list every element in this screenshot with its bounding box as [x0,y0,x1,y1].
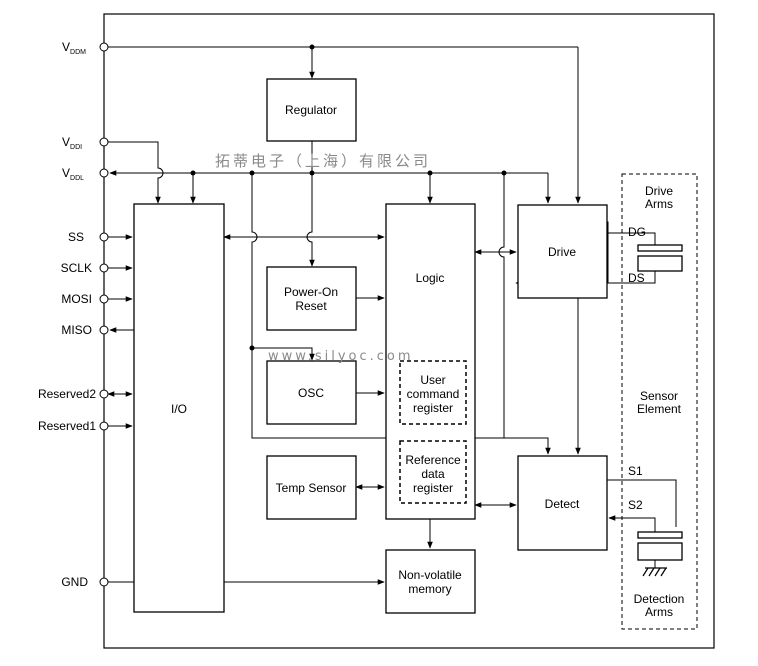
svg-text:DS: DS [628,271,645,285]
svg-text:data: data [421,467,445,481]
svg-text:I/O: I/O [171,402,187,416]
svg-text:VDDL: VDDL [62,166,84,182]
block-power-on-reset: Power-On Reset [266,266,357,331]
block-detect: Detect [517,455,608,551]
svg-text:S1: S1 [628,464,643,478]
pin-gnd: GND [61,575,109,589]
svg-text:Reset: Reset [295,299,327,313]
junctions [190,44,507,351]
block-reference-data-register: Reference data register [399,440,467,504]
block-user-command-register: User command register [399,360,467,425]
pin-miso: MISO [61,323,109,337]
svg-text:Non-volatile: Non-volatile [398,568,462,582]
ground-icon [642,567,667,577]
svg-text:Logic: Logic [416,271,445,285]
svg-text:Power-On: Power-On [284,285,338,299]
svg-text:DG: DG [628,225,646,239]
pins: VDDM VDDI VDDL SS SCLK MOSI MISO Reserv [38,40,109,589]
pin-sclk: SCLK [61,261,109,275]
pin-vddm: VDDM [62,40,109,56]
pin-ss: SS [68,230,109,244]
svg-text:Temp Sensor: Temp Sensor [276,481,347,495]
block-temp-sensor: Temp Sensor [266,455,357,520]
block-drive: Drive [517,204,608,299]
svg-text:User: User [420,373,445,387]
svg-text:Regulator: Regulator [285,103,337,117]
svg-text:Drive: Drive [645,184,673,198]
svg-text:VDDM: VDDM [62,40,86,56]
svg-text:Reference: Reference [405,453,461,467]
svg-text:Detection: Detection [634,592,685,606]
svg-text:OSC: OSC [298,386,324,400]
svg-text:Sensor: Sensor [640,389,678,403]
svg-text:Arms: Arms [645,605,673,619]
block-osc: OSC [266,360,357,425]
detect-capacitor-symbol: S1 S2 [628,464,683,561]
svg-text:SS: SS [68,230,84,244]
svg-text:command: command [407,387,460,401]
svg-text:Element: Element [637,402,682,416]
svg-text:Drive: Drive [548,245,576,259]
drive-capacitor-symbol: DG DS [628,225,683,285]
svg-text:Detect: Detect [545,497,580,511]
svg-text:S2: S2 [628,498,643,512]
svg-text:memory: memory [408,582,451,596]
svg-text:register: register [413,481,453,495]
svg-text:Reserved1: Reserved1 [38,419,96,433]
svg-text:Arms: Arms [645,197,673,211]
pin-reserved2: Reserved2 [38,387,109,401]
pin-mosi: MOSI [61,292,109,306]
pin-reserved1: Reserved1 [38,419,109,433]
svg-text:MOSI: MOSI [61,292,92,306]
svg-text:SCLK: SCLK [61,261,92,275]
pin-vddi: VDDI [62,135,109,151]
block-non-volatile-memory: Non-volatile memory [385,549,476,614]
watermark-url: www.silyoc.com [268,349,414,364]
block-io: I/O [133,203,225,613]
block-regulator: Regulator [266,78,357,142]
watermark-company: 拓蒂电子（上海）有限公司 [215,152,431,170]
pin-vddl: VDDL [62,166,109,182]
sensor-element-region: Drive Arms Sensor Element Detection Arms [621,173,698,630]
svg-text:GND: GND [61,575,88,589]
svg-text:Reserved2: Reserved2 [38,387,96,401]
svg-text:register: register [413,401,453,415]
svg-text:VDDI: VDDI [62,135,82,151]
svg-text:MISO: MISO [61,323,92,337]
